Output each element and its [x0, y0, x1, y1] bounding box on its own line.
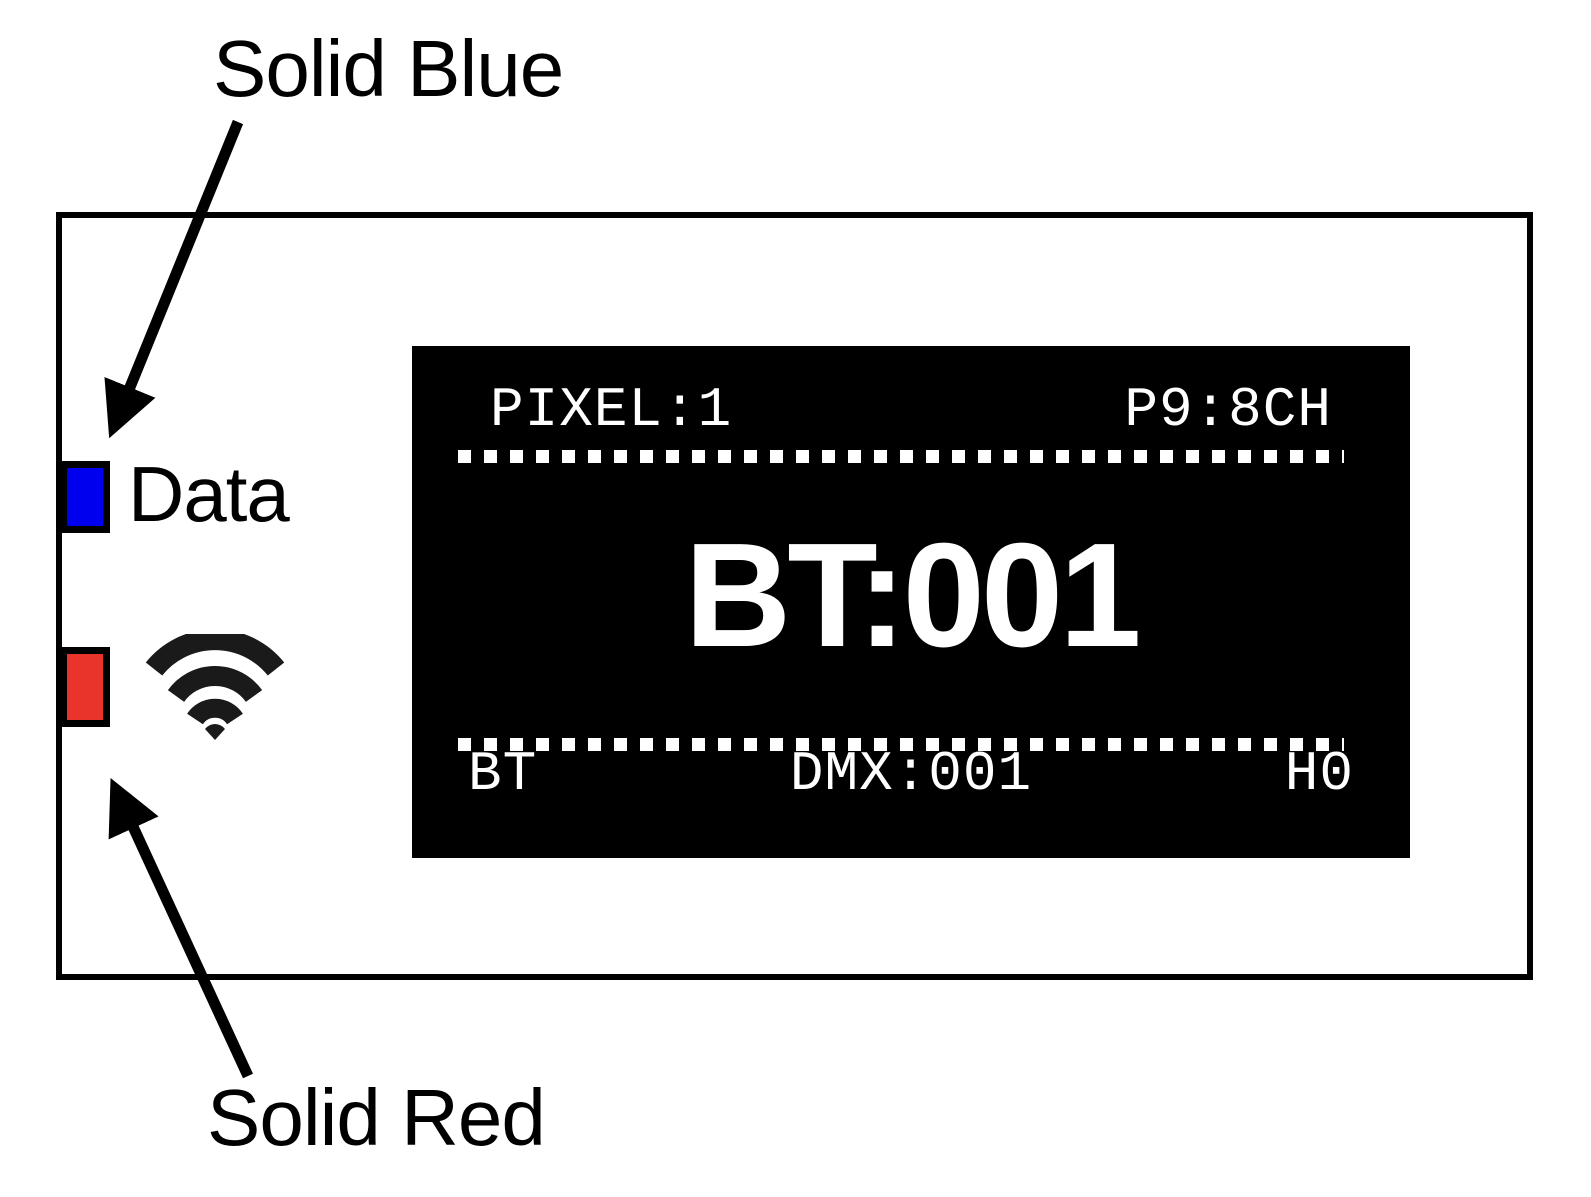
lcd-screen: PIXEL:1 P9:8CH BT:001 BT DMX:001 H0: [412, 346, 1410, 858]
lcd-divider-top: [458, 450, 1344, 463]
lcd-profile-value: P9:8CH: [1124, 378, 1332, 442]
callout-label-solid-red: Solid Red: [207, 1073, 546, 1162]
lcd-bottom-row: BT DMX:001 H0: [458, 746, 1364, 802]
data-led-label: Data: [128, 450, 290, 538]
data-led-indicator: [60, 461, 110, 533]
callout-label-solid-blue: Solid Blue: [213, 24, 564, 113]
wireless-led-indicator: [60, 647, 110, 727]
lcd-pixel-value: PIXEL:1: [490, 378, 733, 442]
lcd-highlight-value: H0: [1284, 742, 1354, 806]
lcd-main-value: BT:001: [684, 513, 1141, 678]
lcd-top-row: PIXEL:1 P9:8CH: [458, 382, 1364, 438]
lcd-dmx-value: DMX:001: [789, 742, 1033, 806]
lcd-divider-bottom: [458, 738, 1344, 751]
lcd-mode-value: BT: [468, 742, 538, 806]
wifi-icon: [145, 629, 285, 740]
